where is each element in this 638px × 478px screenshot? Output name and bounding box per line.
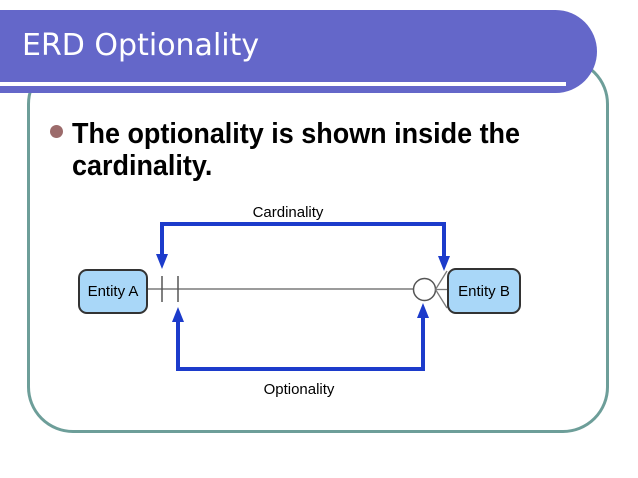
bullet-text: The optionality is shown inside the card…	[72, 118, 556, 182]
entity-a-box: Entity A	[78, 269, 148, 314]
bullet-text-line-1: The optionality is shown inside the	[72, 118, 521, 150]
bullet-text-line-2: cardinality.	[72, 150, 213, 182]
title-bar: ERD Optionality	[0, 10, 597, 93]
title-underline	[0, 82, 566, 86]
entity-b-box: Entity B	[447, 268, 521, 314]
optionality-label: Optionality	[263, 381, 335, 398]
bullet-icon	[50, 125, 63, 138]
entity-a-label: Entity A	[87, 283, 139, 300]
cardinality-label: Cardinality	[252, 204, 324, 221]
content-frame	[27, 58, 609, 433]
slide-title: ERD Optionality	[22, 28, 260, 63]
entity-b-label: Entity B	[458, 282, 510, 300]
